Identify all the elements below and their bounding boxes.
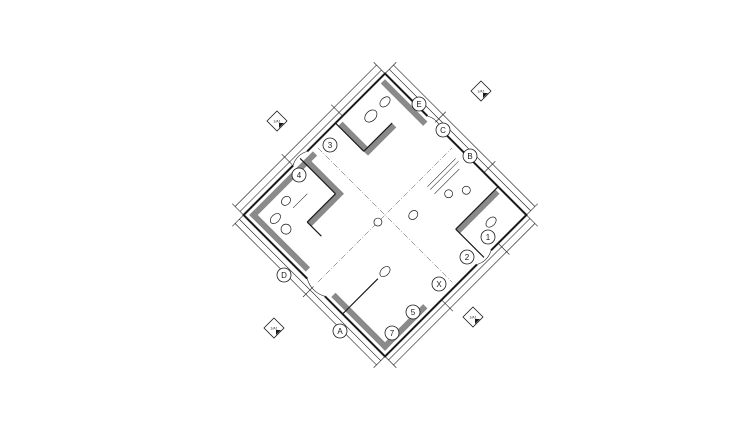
elevation-marker-tr: 1/A1 bbox=[470, 80, 492, 102]
grid-bubble-label: 1 bbox=[486, 233, 491, 242]
elevation-marker-label: 1/A1 bbox=[270, 327, 277, 331]
grid-bubble-label: D bbox=[281, 271, 287, 280]
elevation-marker-tl: 1/A1 bbox=[266, 110, 288, 132]
rotated-floor-plan bbox=[232, 62, 538, 368]
grid-bubble-label: X bbox=[436, 280, 442, 289]
grid-bubble-7: 7 bbox=[384, 325, 400, 341]
fixtures bbox=[269, 96, 497, 278]
dimension-lines bbox=[232, 62, 538, 368]
grid-lines bbox=[317, 147, 453, 283]
grid-bubble-A: A bbox=[332, 323, 348, 339]
grid-bubble-label: 3 bbox=[328, 141, 333, 150]
elevation-markers: 1/A1 1/A1 1/A1 1/A1 bbox=[263, 80, 492, 339]
grid-bubble-label: 5 bbox=[411, 308, 416, 317]
grid-bubble-label: C bbox=[440, 126, 446, 135]
grid-bubble-label: 7 bbox=[390, 329, 395, 338]
grid-bubble-label: 4 bbox=[297, 171, 302, 180]
grid-bubble-X: X bbox=[431, 276, 447, 292]
grid-bubble-label: E bbox=[416, 100, 421, 109]
grid-bubble-B: B bbox=[462, 148, 478, 164]
elevation-marker-label: 1/A1 bbox=[477, 90, 484, 94]
grid-bubble-E: E bbox=[411, 96, 427, 112]
wall-shadows bbox=[249, 79, 500, 351]
exterior-walls bbox=[242, 72, 528, 358]
grid-bubble-2: 2 bbox=[459, 249, 475, 265]
elevation-marker-label: 1/A1 bbox=[469, 316, 476, 320]
grid-bubble-label: A bbox=[337, 327, 343, 336]
grid-bubble-5: 5 bbox=[405, 304, 421, 320]
grid-bubbles: E C B 3 4 1 2X D 5A 7 bbox=[276, 96, 496, 341]
grid-bubble-C: C bbox=[435, 122, 451, 138]
elevation-marker-label: 1/A1 bbox=[273, 120, 280, 124]
grid-bubble-1: 1 bbox=[480, 229, 496, 245]
grid-bubble-4: 4 bbox=[291, 167, 307, 183]
grid-bubble-D: D bbox=[276, 267, 292, 283]
annotation-marks bbox=[292, 158, 460, 209]
elevation-marker-bl: 1/A1 bbox=[263, 317, 285, 339]
grid-bubble-label: B bbox=[467, 152, 472, 161]
door-swings bbox=[292, 115, 492, 297]
elevation-marker-br: 1/A1 bbox=[462, 306, 484, 328]
grid-bubble-3: 3 bbox=[322, 137, 338, 153]
interior-walls bbox=[299, 122, 499, 315]
grid-bubble-label: 2 bbox=[465, 253, 470, 262]
